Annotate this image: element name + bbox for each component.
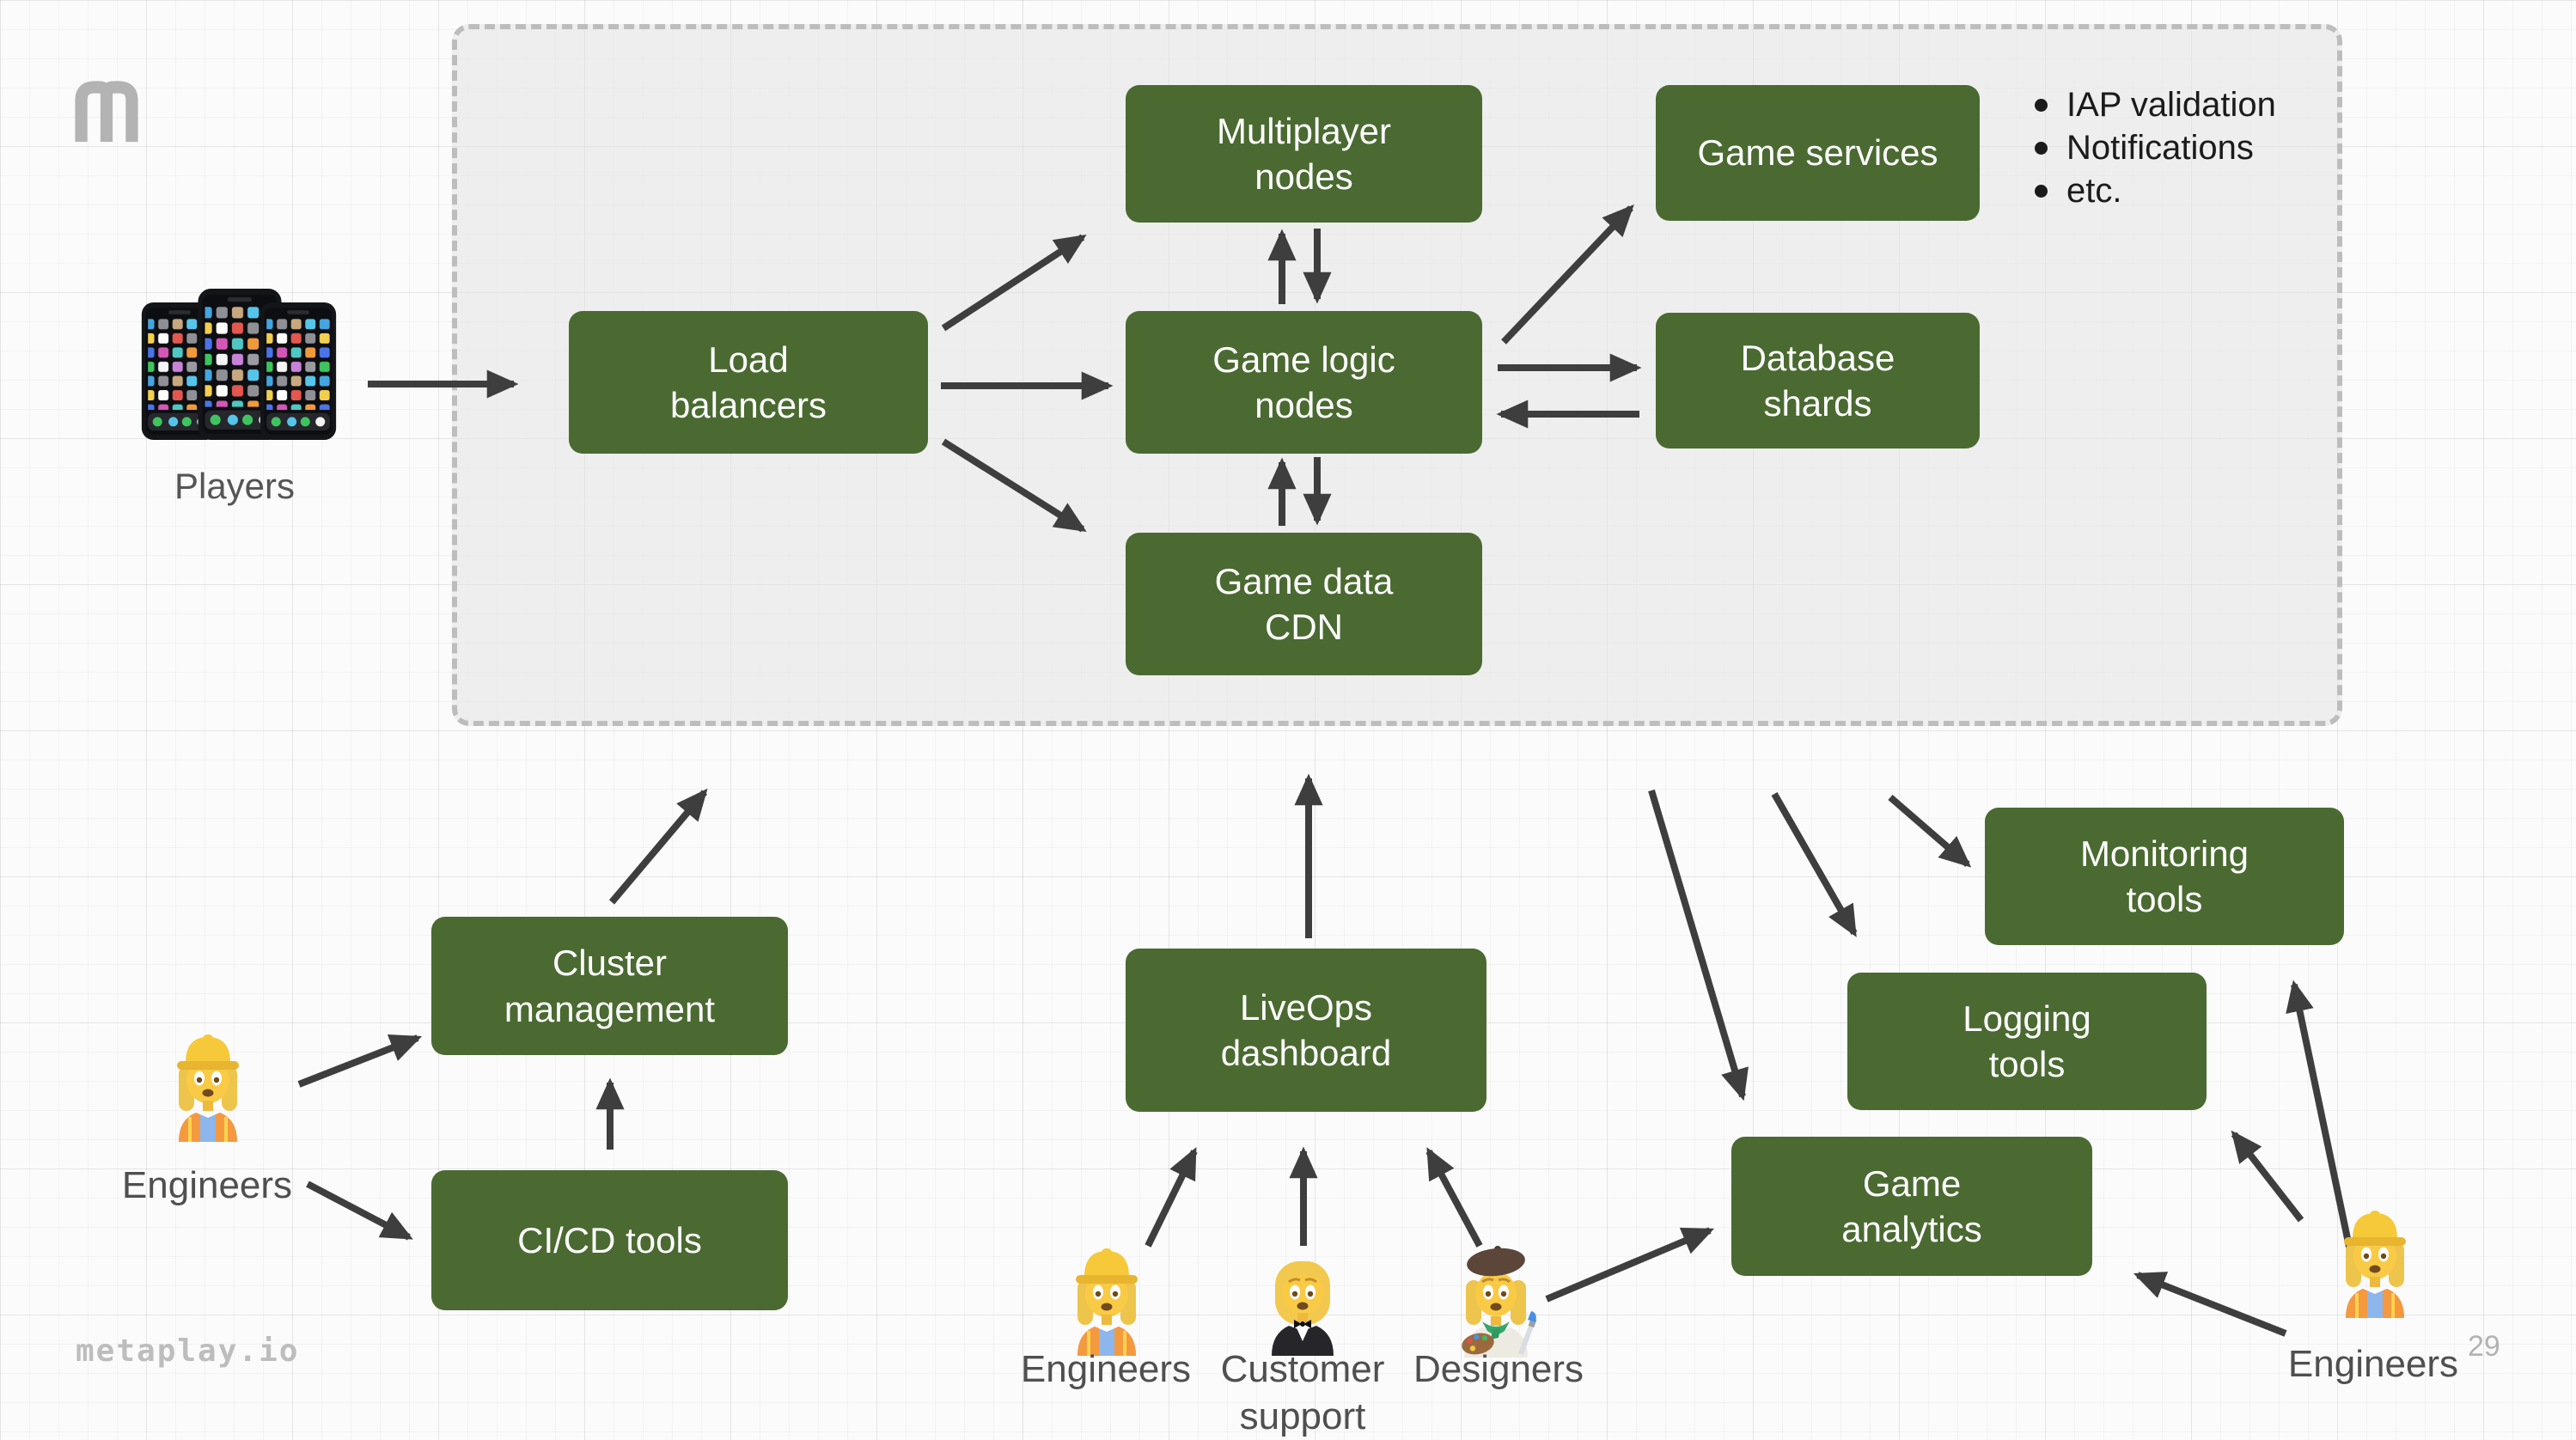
metaplay-logo xyxy=(74,79,139,143)
node-game-analytics: Game analytics xyxy=(1731,1137,2092,1276)
arrow-engineers-left-to-cluster-management xyxy=(297,1034,423,1088)
node-logging-tools: Logging tools xyxy=(1847,973,2207,1110)
game-services-notes: IAP validation Notifications etc. xyxy=(2035,83,2276,212)
node-game-data-cdn: Game data CDN xyxy=(1126,533,1482,675)
note-text: IAP validation xyxy=(2066,85,2276,124)
node-multiplayer-nodes: Multiplayer nodes xyxy=(1126,85,1482,223)
players-label: Players xyxy=(174,466,296,506)
engineers-right-label: Engineers xyxy=(2287,1343,2459,1385)
note-text: Notifications xyxy=(2066,128,2254,167)
node-cluster-management: Cluster management xyxy=(431,917,788,1055)
customer-support-emoji xyxy=(1256,1239,1349,1356)
arrow-designers-to-liveops-dashboard xyxy=(1425,1147,1483,1248)
node-liveops-dashboard: LiveOps dashboard xyxy=(1126,949,1486,1112)
arrow-load-balancers-to-game-data-cdn xyxy=(941,438,1087,533)
engineer-emoji xyxy=(2330,1201,2420,1318)
arrow-engineers-right-to-logging-tools xyxy=(2231,1130,2304,1223)
arrow-engineers-mid-to-liveops-dashboard xyxy=(1145,1147,1198,1248)
node-database-shards: Database shards xyxy=(1656,313,1980,448)
brand-footer: metaplay.io xyxy=(76,1333,300,1369)
node-monitoring-tools: Monitoring tools xyxy=(1985,808,2344,945)
arrow-backend-cluster-to-monitoring-tools xyxy=(1888,794,1972,868)
arrow-load-balancers-to-multiplayer-nodes xyxy=(941,234,1087,332)
note-row: IAP validation xyxy=(2035,83,2276,126)
arrow-backend-cluster-to-logging-tools xyxy=(1771,792,1858,937)
arrow-game-logic-to-game-services xyxy=(1501,204,1634,345)
note-row: Notifications xyxy=(2035,126,2276,169)
arrow-engineers-right-to-game-analytics xyxy=(2133,1272,2287,1337)
engineers-left-label: Engineers xyxy=(121,1164,293,1206)
players-phones-icon xyxy=(140,289,338,442)
engineers-mid-label: Engineers xyxy=(1020,1348,1192,1390)
engineer-emoji xyxy=(163,1025,253,1142)
customer-support-label: Customer support xyxy=(1220,1348,1385,1437)
arrow-backend-cluster-to-game-analytics xyxy=(1648,789,1749,1101)
node-game-logic-nodes: Game logic nodes xyxy=(1126,311,1482,454)
arrow-engineers-right-to-monitoring-tools xyxy=(2286,979,2356,1264)
bullet-icon xyxy=(2035,184,2048,198)
arrow-engineers-left-to-cicd-tools xyxy=(306,1181,413,1241)
node-game-services: Game services xyxy=(1656,85,1980,221)
page-number: 29 xyxy=(2468,1330,2500,1363)
engineer-emoji xyxy=(1062,1239,1151,1356)
node-cicd-tools: CI/CD tools xyxy=(431,1170,788,1310)
arrow-designers-to-game-analytics xyxy=(1545,1227,1715,1303)
designer-emoji xyxy=(1447,1236,1547,1358)
arrow-cluster-management-to-backend-cluster xyxy=(608,788,708,905)
bullet-icon xyxy=(2035,98,2048,112)
note-text: etc. xyxy=(2066,171,2122,210)
designers-label: Designers xyxy=(1413,1348,1584,1390)
bullet-icon xyxy=(2035,141,2048,155)
note-row: etc. xyxy=(2035,169,2276,212)
node-load-balancers: Load balancers xyxy=(569,311,928,454)
